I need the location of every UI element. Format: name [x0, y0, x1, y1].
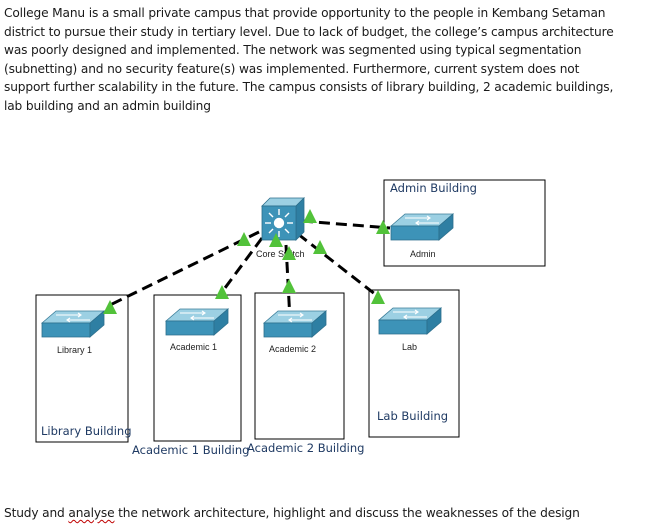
link-up-icon	[237, 232, 251, 246]
academic-2-switch[interactable]	[263, 310, 327, 338]
spellcheck-flagged-word[interactable]: analyse	[68, 506, 115, 520]
admin-switch[interactable]	[390, 213, 454, 241]
intro-line: College Manu is a small private campus t…	[4, 6, 606, 20]
academic-2-building-label: Academic 2 Building	[247, 441, 364, 455]
link-up-icon	[282, 279, 296, 293]
academic-1-building-label: Academic 1 Building	[132, 443, 249, 457]
link-core-academic1	[220, 237, 264, 293]
link-up-icon	[313, 240, 327, 254]
lab-switch[interactable]	[378, 307, 442, 335]
link-up-icon	[371, 290, 385, 304]
intro-paragraph: College Manu is a small private campus t…	[4, 4, 644, 116]
link-core-library	[107, 230, 260, 308]
library-building-box	[35, 294, 129, 443]
link-up-icon	[103, 300, 117, 314]
link-up-icon	[376, 220, 390, 234]
core-switch-label: Core Switch	[256, 249, 305, 259]
library-switch-label: Library 1	[57, 345, 92, 355]
intro-line: was poorly designed and implemented. The…	[4, 43, 582, 58]
library-switch[interactable]	[41, 310, 105, 338]
lab-switch-label: Lab	[402, 342, 417, 352]
network-diagram: Core Switch Admin Library 1 Academic 1 A…	[35, 179, 546, 457]
router-arrows-icon	[265, 209, 293, 237]
intro-line: (subnetting) and no security feature(s) …	[4, 61, 580, 76]
question-text: Study and analyse the network architectu…	[4, 506, 580, 520]
academic-2-switch-label: Academic 2	[269, 344, 316, 354]
admin-building-label: Admin Building	[390, 181, 477, 195]
core-switch[interactable]	[261, 197, 305, 241]
academic-1-building-box	[153, 294, 242, 442]
library-building-label: Library Building	[41, 424, 132, 438]
question-text-end: the network architecture, highlight and …	[114, 506, 580, 520]
link-up-icon	[303, 209, 317, 223]
academic-2-building-box	[254, 292, 345, 440]
lab-building-label: Lab Building	[377, 409, 448, 423]
link-up-icon	[215, 285, 229, 299]
admin-switch-label: Admin	[410, 249, 436, 259]
question-text-start: Study and	[4, 506, 69, 520]
link-core-lab	[297, 232, 381, 300]
academic-1-switch[interactable]	[165, 308, 229, 336]
link-core-admin	[301, 219, 391, 230]
link-up-icon	[282, 246, 296, 260]
intro-line: support further scalability in the futur…	[4, 80, 614, 95]
intro-line: district to pursue their study in tertia…	[4, 24, 614, 39]
intro-line: lab building and an admin building	[4, 98, 211, 113]
link-up-icon	[269, 233, 283, 247]
lab-building-box	[368, 289, 460, 438]
academic-1-switch-label: Academic 1	[170, 342, 217, 352]
